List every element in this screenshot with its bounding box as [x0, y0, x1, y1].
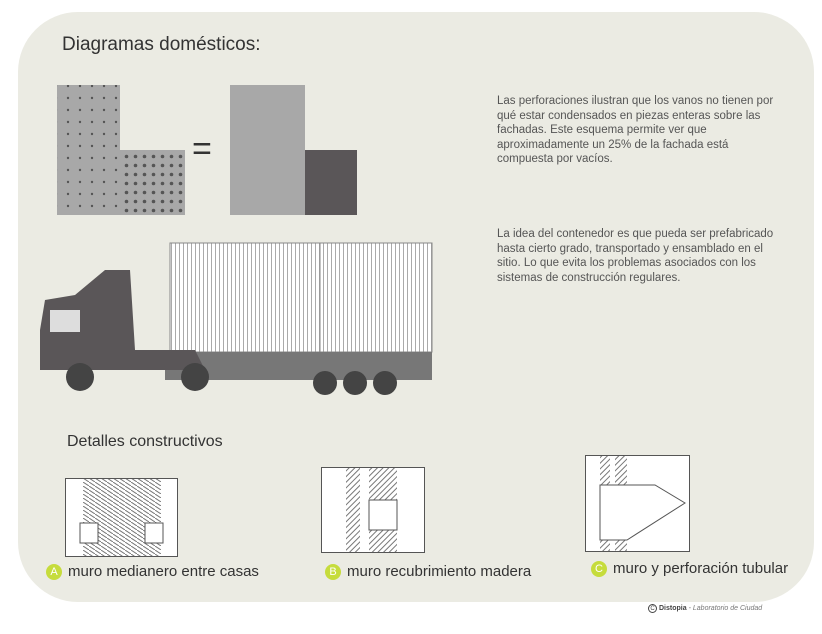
detail-a-label: muro medianero entre casas — [68, 563, 259, 580]
facade-description: Las perforaciones ilustran que los vanos… — [497, 95, 774, 165]
container — [169, 242, 433, 353]
wheel — [181, 363, 209, 391]
detail-b-drawing — [321, 467, 425, 553]
perforated-tall-block — [57, 85, 120, 215]
detail-a-drawing — [65, 478, 178, 557]
container-description: La idea del contenedor es que pueda ser … — [497, 228, 774, 284]
detail-c-drawing — [585, 455, 690, 552]
wheel — [343, 371, 367, 395]
facade-diagram — [57, 85, 357, 215]
perforated-low-block — [120, 150, 185, 215]
credit-text: - Laboratorio de Ciudad — [688, 605, 763, 612]
copyright-icon: C — [648, 604, 657, 613]
badge-b: B — [325, 563, 341, 580]
credit-brand: Distopia — [659, 605, 687, 612]
badge-c: C — [591, 560, 607, 577]
wheel — [373, 371, 397, 395]
truck-illustration — [40, 242, 433, 395]
solid-block — [230, 85, 305, 215]
wheel — [313, 371, 337, 395]
equals-sign: = — [192, 130, 212, 168]
wheel — [66, 363, 94, 391]
void-block — [305, 150, 357, 215]
truck-cab — [40, 270, 205, 370]
detail-b-label: muro recubrimiento madera — [347, 563, 532, 580]
badge-a: A — [46, 563, 62, 580]
detail-c-label: muro y perforación tubular — [613, 560, 789, 577]
page-title: Diagramas domésticos: — [62, 34, 261, 55]
details-title: Detalles constructivos — [67, 433, 223, 450]
